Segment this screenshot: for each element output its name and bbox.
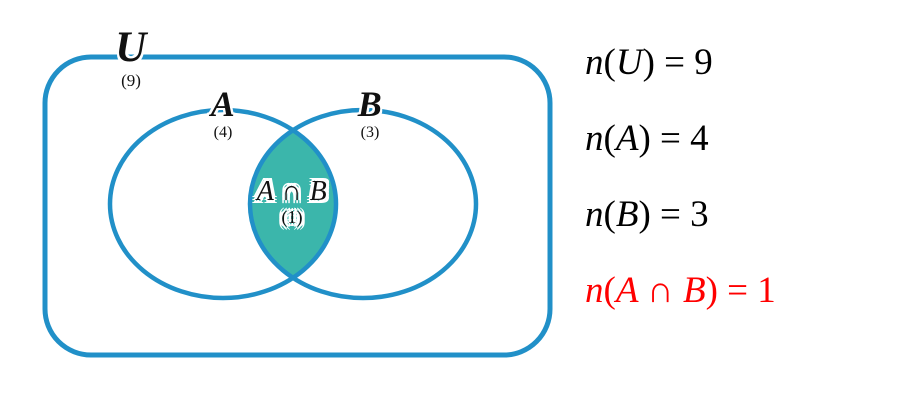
equation-value: 1 xyxy=(757,270,776,311)
equation-argument: A ∩ B xyxy=(615,270,706,311)
equation-n-of-b: n(B) = 3 xyxy=(585,196,905,233)
set-b-circle xyxy=(247,107,479,301)
equation-open-paren: ( xyxy=(603,42,616,83)
equation-function: n xyxy=(585,270,604,311)
venn-diagram-canvas: U (9) A (4) B (3) A ∩ B (1) xyxy=(42,26,553,358)
equation-argument: A xyxy=(615,118,639,159)
equation-open-paren: ( xyxy=(603,194,616,235)
universal-set-rectangle xyxy=(42,54,553,358)
equation-function: n xyxy=(585,42,604,83)
equation-equals-sign: = xyxy=(660,194,681,235)
equation-value: 4 xyxy=(690,118,709,159)
equation-n-of-u: n(U) = 9 xyxy=(585,44,905,81)
equation-n-of-a-intersect-b: n(A ∩ B) = 1 xyxy=(585,272,905,309)
equation-value: 3 xyxy=(690,194,709,235)
equation-open-paren: ( xyxy=(603,270,616,311)
intersection-region-fill xyxy=(250,110,336,298)
equation-function: n xyxy=(585,118,604,159)
equation-equals-sign: = xyxy=(664,42,686,83)
equation-close-paren: ) xyxy=(705,270,718,311)
equation-close-paren: ) xyxy=(638,194,651,235)
equation-argument: B xyxy=(615,194,639,235)
equation-open-paren: ( xyxy=(603,118,616,159)
equation-equals-sign: = xyxy=(727,270,749,311)
equation-value: 9 xyxy=(694,42,713,83)
set-a-circle xyxy=(107,107,339,301)
equation-function: n xyxy=(585,194,604,235)
equation-n-of-a: n(A) = 4 xyxy=(585,120,905,157)
venn-diagram-svg xyxy=(42,54,553,358)
equation-argument: U xyxy=(615,42,643,83)
equation-equals-sign: = xyxy=(660,118,681,159)
equation-list: n(U) = 9 n(A) = 4 n(B) = 3 n(A ∩ B) = 1 xyxy=(585,44,905,309)
equation-close-paren: ) xyxy=(642,42,655,83)
equation-close-paren: ) xyxy=(638,118,651,159)
